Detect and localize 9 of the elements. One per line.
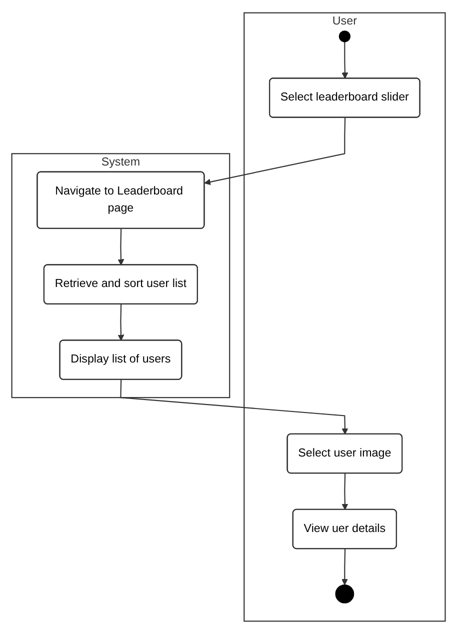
arrow	[118, 304, 125, 341]
node-circle	[339, 30, 351, 42]
arrow	[342, 42, 349, 79]
arrow	[120, 380, 349, 435]
arrow	[342, 548, 348, 586]
arrow	[204, 118, 346, 186]
node-circle	[336, 584, 355, 604]
arrow	[342, 473, 349, 510]
arrow	[118, 228, 125, 266]
